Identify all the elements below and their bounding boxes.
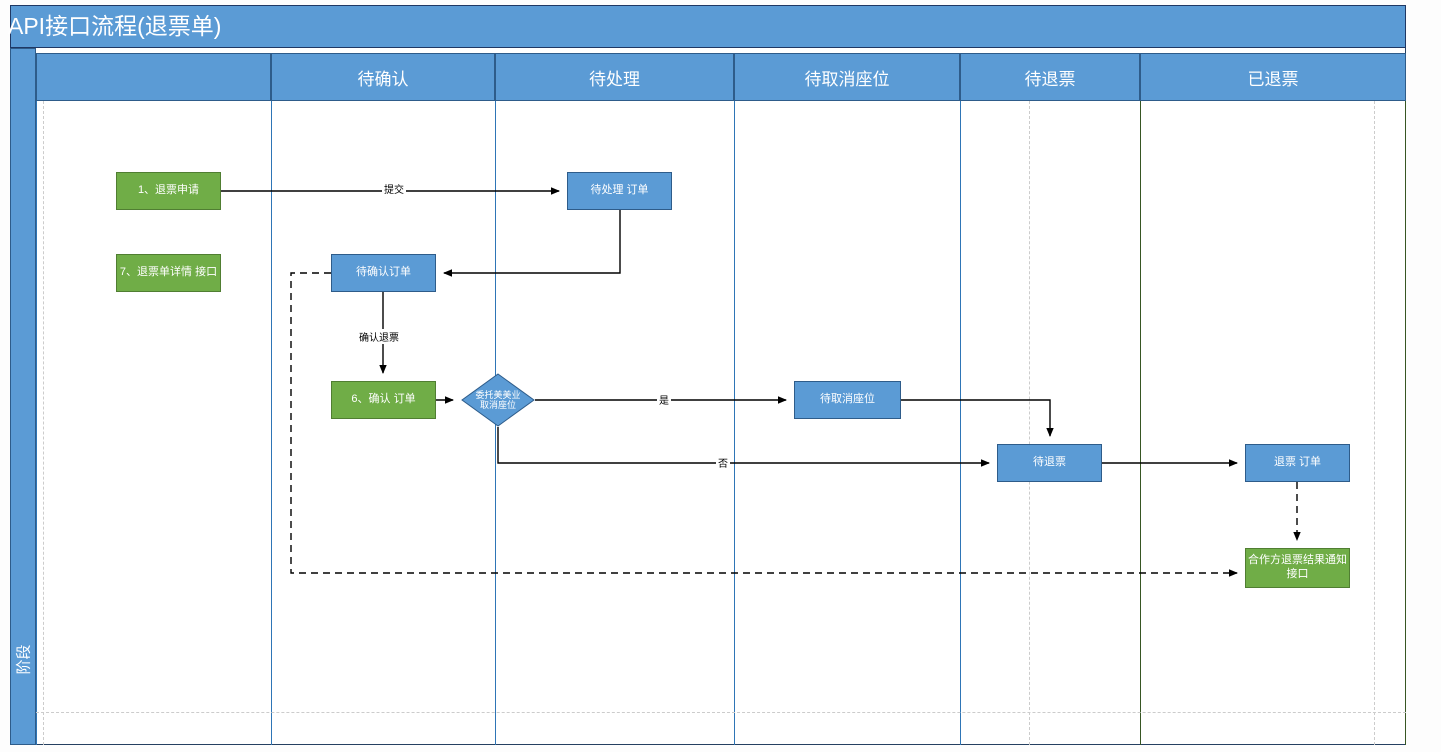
edge-label-text: 确认退票 bbox=[359, 333, 399, 344]
node-label: 待确认订单 bbox=[356, 266, 411, 279]
node-label: 退票 订单 bbox=[1273, 456, 1322, 469]
decision-label: 委托美美业 取消座位 bbox=[475, 389, 521, 410]
page-title: API接口流程(退票单) bbox=[8, 13, 222, 39]
lane-header-pending-process: 待处理 bbox=[495, 53, 734, 101]
node-label: 待处理 订单 bbox=[590, 184, 649, 197]
node-label: 1、退票申请 bbox=[137, 184, 200, 197]
node-label: 7、退票单详情 接口 bbox=[119, 266, 218, 279]
edge-label-submit: 提交 bbox=[382, 181, 406, 196]
diagram-title-bar bbox=[10, 5, 1406, 48]
edge-label-text: 是 bbox=[659, 396, 669, 407]
lane-divider-5 bbox=[1140, 101, 1141, 745]
node-label: 6、确认 订单 bbox=[351, 393, 416, 406]
guide-line-bottom bbox=[36, 712, 1406, 713]
lane-header-pending-cancel-seat: 待取消座位 bbox=[734, 53, 960, 101]
lane-divider-4 bbox=[960, 101, 961, 745]
lane-divider-1 bbox=[271, 101, 272, 745]
node-refund-detail-api[interactable]: 7、退票单详情 接口 bbox=[116, 254, 221, 292]
lane-header-label: 待取消座位 bbox=[804, 69, 890, 89]
phase-band: 阶段 bbox=[10, 48, 36, 745]
node-partner-refund-result-notify-api[interactable]: 合作方退票结果通知接口 bbox=[1245, 548, 1350, 588]
node-refunded-order[interactable]: 退票 订单 bbox=[1245, 444, 1350, 482]
node-pending-process-order[interactable]: 待处理 订单 bbox=[567, 172, 672, 210]
node-pending-cancel-seat[interactable]: 待取消座位 bbox=[794, 381, 901, 419]
edge-label-confirm-refund: 确认退票 bbox=[357, 329, 401, 344]
diamond-shape-icon bbox=[461, 373, 535, 427]
lane-header-refunded: 已退票 bbox=[1140, 53, 1406, 101]
lane-header-label: 待处理 bbox=[589, 69, 640, 89]
edge-label-text: 提交 bbox=[384, 185, 404, 196]
phase-label: 阶段 bbox=[15, 644, 33, 675]
node-label: 待退票 bbox=[1033, 456, 1066, 469]
lane-divider-0 bbox=[36, 101, 37, 745]
edge-label-text: 否 bbox=[718, 459, 728, 470]
lane-divider-3 bbox=[734, 101, 735, 745]
lane-header-0 bbox=[36, 53, 271, 101]
guide-line-right bbox=[1374, 101, 1375, 745]
lane-header-label: 待确认 bbox=[357, 69, 409, 89]
node-confirm-order[interactable]: 6、确认 订单 bbox=[331, 381, 436, 419]
lane-header-label: 待退票 bbox=[1024, 69, 1076, 89]
diagram-frame bbox=[10, 5, 1406, 745]
lane-header-pending-refund: 待退票 bbox=[960, 53, 1140, 101]
node-label: 合作方退票结果通知接口 bbox=[1248, 554, 1347, 580]
guide-line-mid bbox=[1029, 101, 1030, 745]
node-pending-refund[interactable]: 待退票 bbox=[997, 444, 1102, 482]
node-refund-application[interactable]: 1、退票申请 bbox=[116, 172, 221, 210]
lane-header-label: 已退票 bbox=[1247, 69, 1299, 89]
decision-entrust-cancel-seat[interactable]: 委托美美业 取消座位 bbox=[461, 373, 535, 427]
edge-label-no: 否 bbox=[716, 455, 730, 470]
node-label: 待取消座位 bbox=[820, 393, 875, 406]
edge-label-yes: 是 bbox=[657, 392, 671, 407]
lane-header-pending-confirm: 待确认 bbox=[271, 53, 495, 101]
guide-line-left bbox=[43, 101, 44, 745]
node-pending-confirm-order[interactable]: 待确认订单 bbox=[331, 254, 436, 292]
lane-divider-6 bbox=[1405, 101, 1406, 745]
